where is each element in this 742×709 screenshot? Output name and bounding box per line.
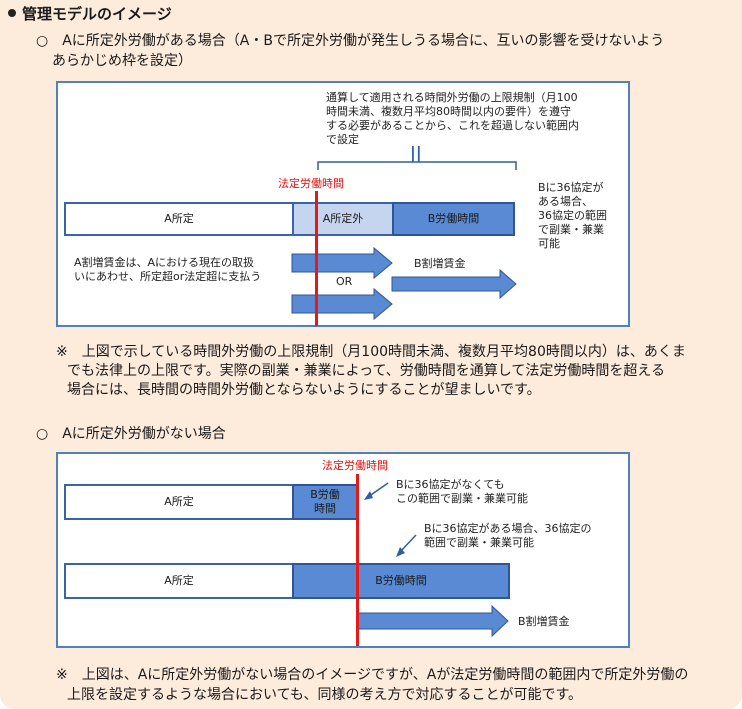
callout-bracket: [317, 161, 517, 170]
case1-a-scheduled-label: A所定: [164, 212, 194, 225]
or-label: OR: [336, 275, 353, 288]
case1-b-hours-bar: B労働時間: [392, 202, 515, 236]
heading-text: 管理モデルのイメージ: [22, 5, 172, 23]
callout2-line-1: Bに36協定がある場合、36協定の: [424, 522, 592, 535]
a-premium-line-1: A割増賃金は、Aにおける現在の取扱: [74, 256, 255, 269]
equal-sign: ||: [410, 143, 422, 162]
case2-a-scheduled-label-1: A所定: [164, 495, 194, 508]
case1-legal-hours-label: 法定労働時間: [278, 177, 344, 190]
callout1-line-2: この範囲で副業・兼業可能: [396, 492, 528, 505]
side-note-line-1: Bに36協定が: [538, 181, 604, 194]
callout1-pointer-head: [364, 491, 373, 500]
case1-b-hours-label: B労働時間: [427, 212, 480, 225]
case1-legal-hours-line: [315, 191, 318, 326]
case2-a-scheduled-bar-1: A所定: [64, 484, 294, 520]
case1-title-line1: ○ Aに所定外労働がある場合（A・Bで所定外労働が発生しうる場合に、互いの影響を…: [36, 33, 665, 49]
side-note-line-2: ある場合、: [538, 195, 593, 208]
case2-b-premium-label: B割増賃金: [518, 615, 570, 628]
b-short-hours-bar: B労働 時間: [292, 484, 358, 520]
b-short-label-line-1: B労働: [310, 488, 340, 501]
case2-legal-hours-line: [356, 474, 359, 646]
side-note-line-3: 36協定の範囲: [538, 209, 607, 222]
case2-a-scheduled-label-2: A所定: [164, 574, 194, 587]
a-overtime-label: A所定外: [322, 212, 364, 225]
case2-title: ○ Aに所定外労働がない場合: [36, 426, 226, 442]
case2-b-premium-arrow: [357, 604, 509, 638]
callout-line-3: する必要があることから、これを超過しない範囲内: [326, 119, 579, 132]
case1-note-line-3: 場合には、長時間の時間外労働とならないようにすることが望ましいです。: [67, 382, 541, 398]
callout2-pointer-line: [399, 534, 417, 553]
case1-note-line-2: でも法律上の上限です。実際の副業・兼業によって、労働時間を通算して法定労働時間を…: [67, 363, 665, 379]
case2-a-scheduled-bar-2: A所定: [64, 563, 294, 599]
bullet-icon: [8, 8, 16, 17]
b-short-label-line-2: 時間: [314, 502, 336, 515]
case2-legal-hours-label: 法定労働時間: [322, 459, 388, 472]
side-note-line-5: 可能: [538, 237, 560, 250]
callout-line-2: 時間未満、複数月平均80時間以内の要件）を遵守: [326, 105, 571, 118]
case2-b-hours-label: B労働時間: [375, 574, 427, 587]
b-premium-arrow: [391, 268, 517, 300]
case2-note-line-1: ※ 上図は、Aに所定外労働がない場合のイメージですが、Aが法定労働時間の範囲内で…: [56, 667, 689, 683]
case2-note-line-2: 上限を設定するような場合においても、同様の考え方で対応することが可能です。: [67, 687, 583, 703]
side-note-line-4: で副業・兼業: [538, 223, 604, 236]
section-heading: 管理モデルのイメージ: [8, 4, 172, 24]
case1-title-line2: あらかじめ枠を設定）: [52, 53, 192, 69]
callout-line-1: 通算して適用される時間外労働の上限規制（月100: [326, 91, 578, 104]
case2-b-hours-bar: B労働時間: [292, 563, 510, 599]
a-premium-line-2: いにあわせ、所定超or法定超に支払う: [74, 270, 262, 283]
a-overtime-bar: A所定外: [292, 202, 394, 236]
case1-b-premium-label: B割増賃金: [414, 257, 466, 270]
callout-line-4: で設定: [326, 133, 359, 146]
callout1-line-1: Bに36協定がなくても: [396, 478, 505, 491]
case1-a-scheduled-bar: A所定: [64, 202, 294, 236]
case1-note-line-1: ※ 上図で示している時間外労働の上限規制（月100時間未満、複数月平均80時間以…: [56, 344, 686, 360]
callout2-pointer-head: [396, 547, 405, 557]
callout2-line-2: 範囲で副業・兼業可能: [424, 536, 534, 549]
